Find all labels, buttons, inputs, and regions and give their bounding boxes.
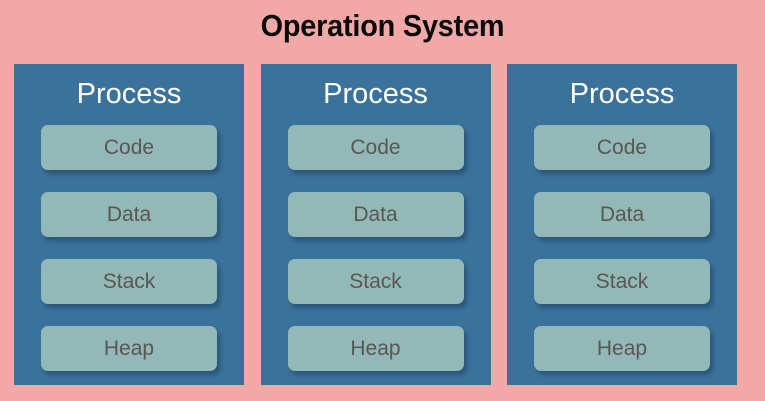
segment-label: Data — [353, 202, 398, 226]
segment-list: Code Data Stack Heap — [41, 125, 217, 371]
segment-label: Code — [596, 135, 648, 159]
segment-stack: Stack — [41, 259, 217, 304]
segment-stack: Stack — [287, 259, 464, 304]
segment-heap: Heap — [41, 326, 217, 371]
process-box-3: Process Code Data Stack Heap — [507, 64, 737, 385]
segment-label: Data — [106, 202, 152, 226]
segment-label: Heap — [596, 336, 648, 360]
segment-label: Stack — [595, 269, 649, 293]
process-box-2: Process Code Data Stack Heap — [260, 64, 491, 385]
process-heading: Process — [76, 78, 182, 110]
segment-label: Data — [599, 202, 645, 226]
segment-heap: Heap — [287, 326, 464, 371]
segment-list: Code Data Stack Heap — [287, 125, 464, 371]
segment-data: Data — [287, 192, 464, 237]
segment-label: Stack — [349, 269, 402, 293]
segment-label: Code — [103, 135, 155, 159]
segment-code: Code — [534, 125, 710, 170]
segment-label: Heap — [103, 336, 155, 360]
segment-heap: Heap — [534, 326, 710, 371]
segment-code: Code — [287, 125, 464, 170]
process-row: Process Code Data Stack Heap Process — [14, 64, 737, 385]
process-heading: Process — [569, 78, 675, 110]
process-heading: Process — [323, 78, 428, 110]
segment-data: Data — [41, 192, 217, 237]
segment-data: Data — [534, 192, 710, 237]
segment-stack: Stack — [534, 259, 710, 304]
segment-label: Code — [350, 135, 401, 159]
segment-label: Heap — [350, 336, 401, 360]
process-box-1: Process Code Data Stack Heap — [14, 64, 244, 385]
segment-label: Stack — [102, 269, 156, 293]
segment-code: Code — [41, 125, 217, 170]
page-title: Operation System — [260, 8, 505, 43]
segment-list: Code Data Stack Heap — [534, 125, 710, 371]
